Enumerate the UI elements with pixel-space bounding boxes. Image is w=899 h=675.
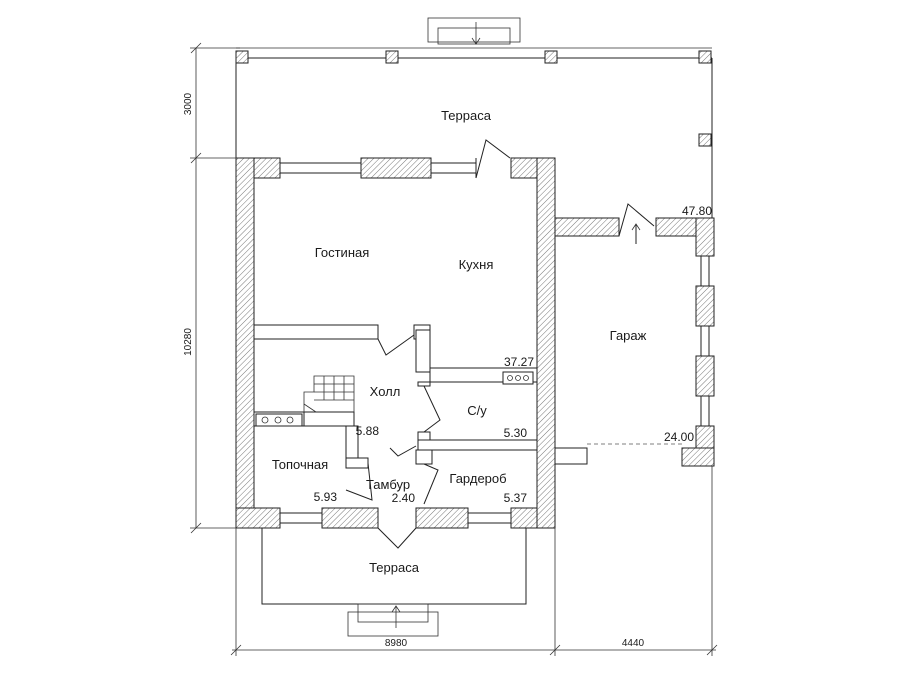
- area-vestibule: 2.40: [392, 491, 416, 505]
- room-label-terrace-top: Терраса: [441, 108, 492, 123]
- area-hall: 5.88: [356, 424, 380, 438]
- room-label-kitchen: Кухня: [459, 257, 494, 272]
- wc-fixtures-icon: [502, 371, 534, 385]
- room-label-wardrobe: Гардероб: [449, 471, 506, 486]
- area-wc: 5.30: [504, 426, 528, 440]
- bottom-terrace: [261, 528, 527, 637]
- room-label-living: Гостиная: [315, 245, 370, 260]
- room-label-hall: Холл: [370, 384, 401, 399]
- dimension-house-depth: 10280: [183, 328, 194, 356]
- top-steps: [427, 17, 521, 45]
- dimension-garage-width: 4440: [622, 638, 645, 649]
- terrace-post: [544, 50, 558, 64]
- area-living-kitchen: 37.27: [504, 355, 534, 369]
- dimension-terrace-depth: 3000: [183, 92, 194, 115]
- room-label-wc: С/у: [467, 403, 487, 418]
- terrace-post: [698, 133, 712, 147]
- room-label-boiler: Топочная: [272, 457, 328, 472]
- area-garage-lower: 24.00: [664, 430, 694, 444]
- dimension-lines: [190, 42, 718, 656]
- room-label-vestibule: Тамбур: [366, 477, 410, 492]
- room-label-terrace-bottom: Терраса: [369, 560, 420, 575]
- area-boiler: 5.93: [314, 490, 338, 504]
- top-terrace: [235, 17, 713, 220]
- interior-walls: [253, 324, 538, 549]
- terrace-post: [698, 50, 712, 64]
- boiler-icon: [255, 413, 303, 427]
- terrace-post: [385, 50, 399, 64]
- house-walls: [235, 139, 556, 529]
- staircase-icon: [303, 375, 355, 413]
- dimension-house-width: 8980: [385, 638, 408, 649]
- area-garage-upper: 47.80: [682, 204, 712, 218]
- bottom-steps: [347, 603, 439, 637]
- area-wardrobe: 5.37: [504, 491, 528, 505]
- terrace-post: [235, 50, 249, 64]
- garage-walls: [554, 203, 715, 467]
- room-label-garage: Гараж: [610, 328, 647, 343]
